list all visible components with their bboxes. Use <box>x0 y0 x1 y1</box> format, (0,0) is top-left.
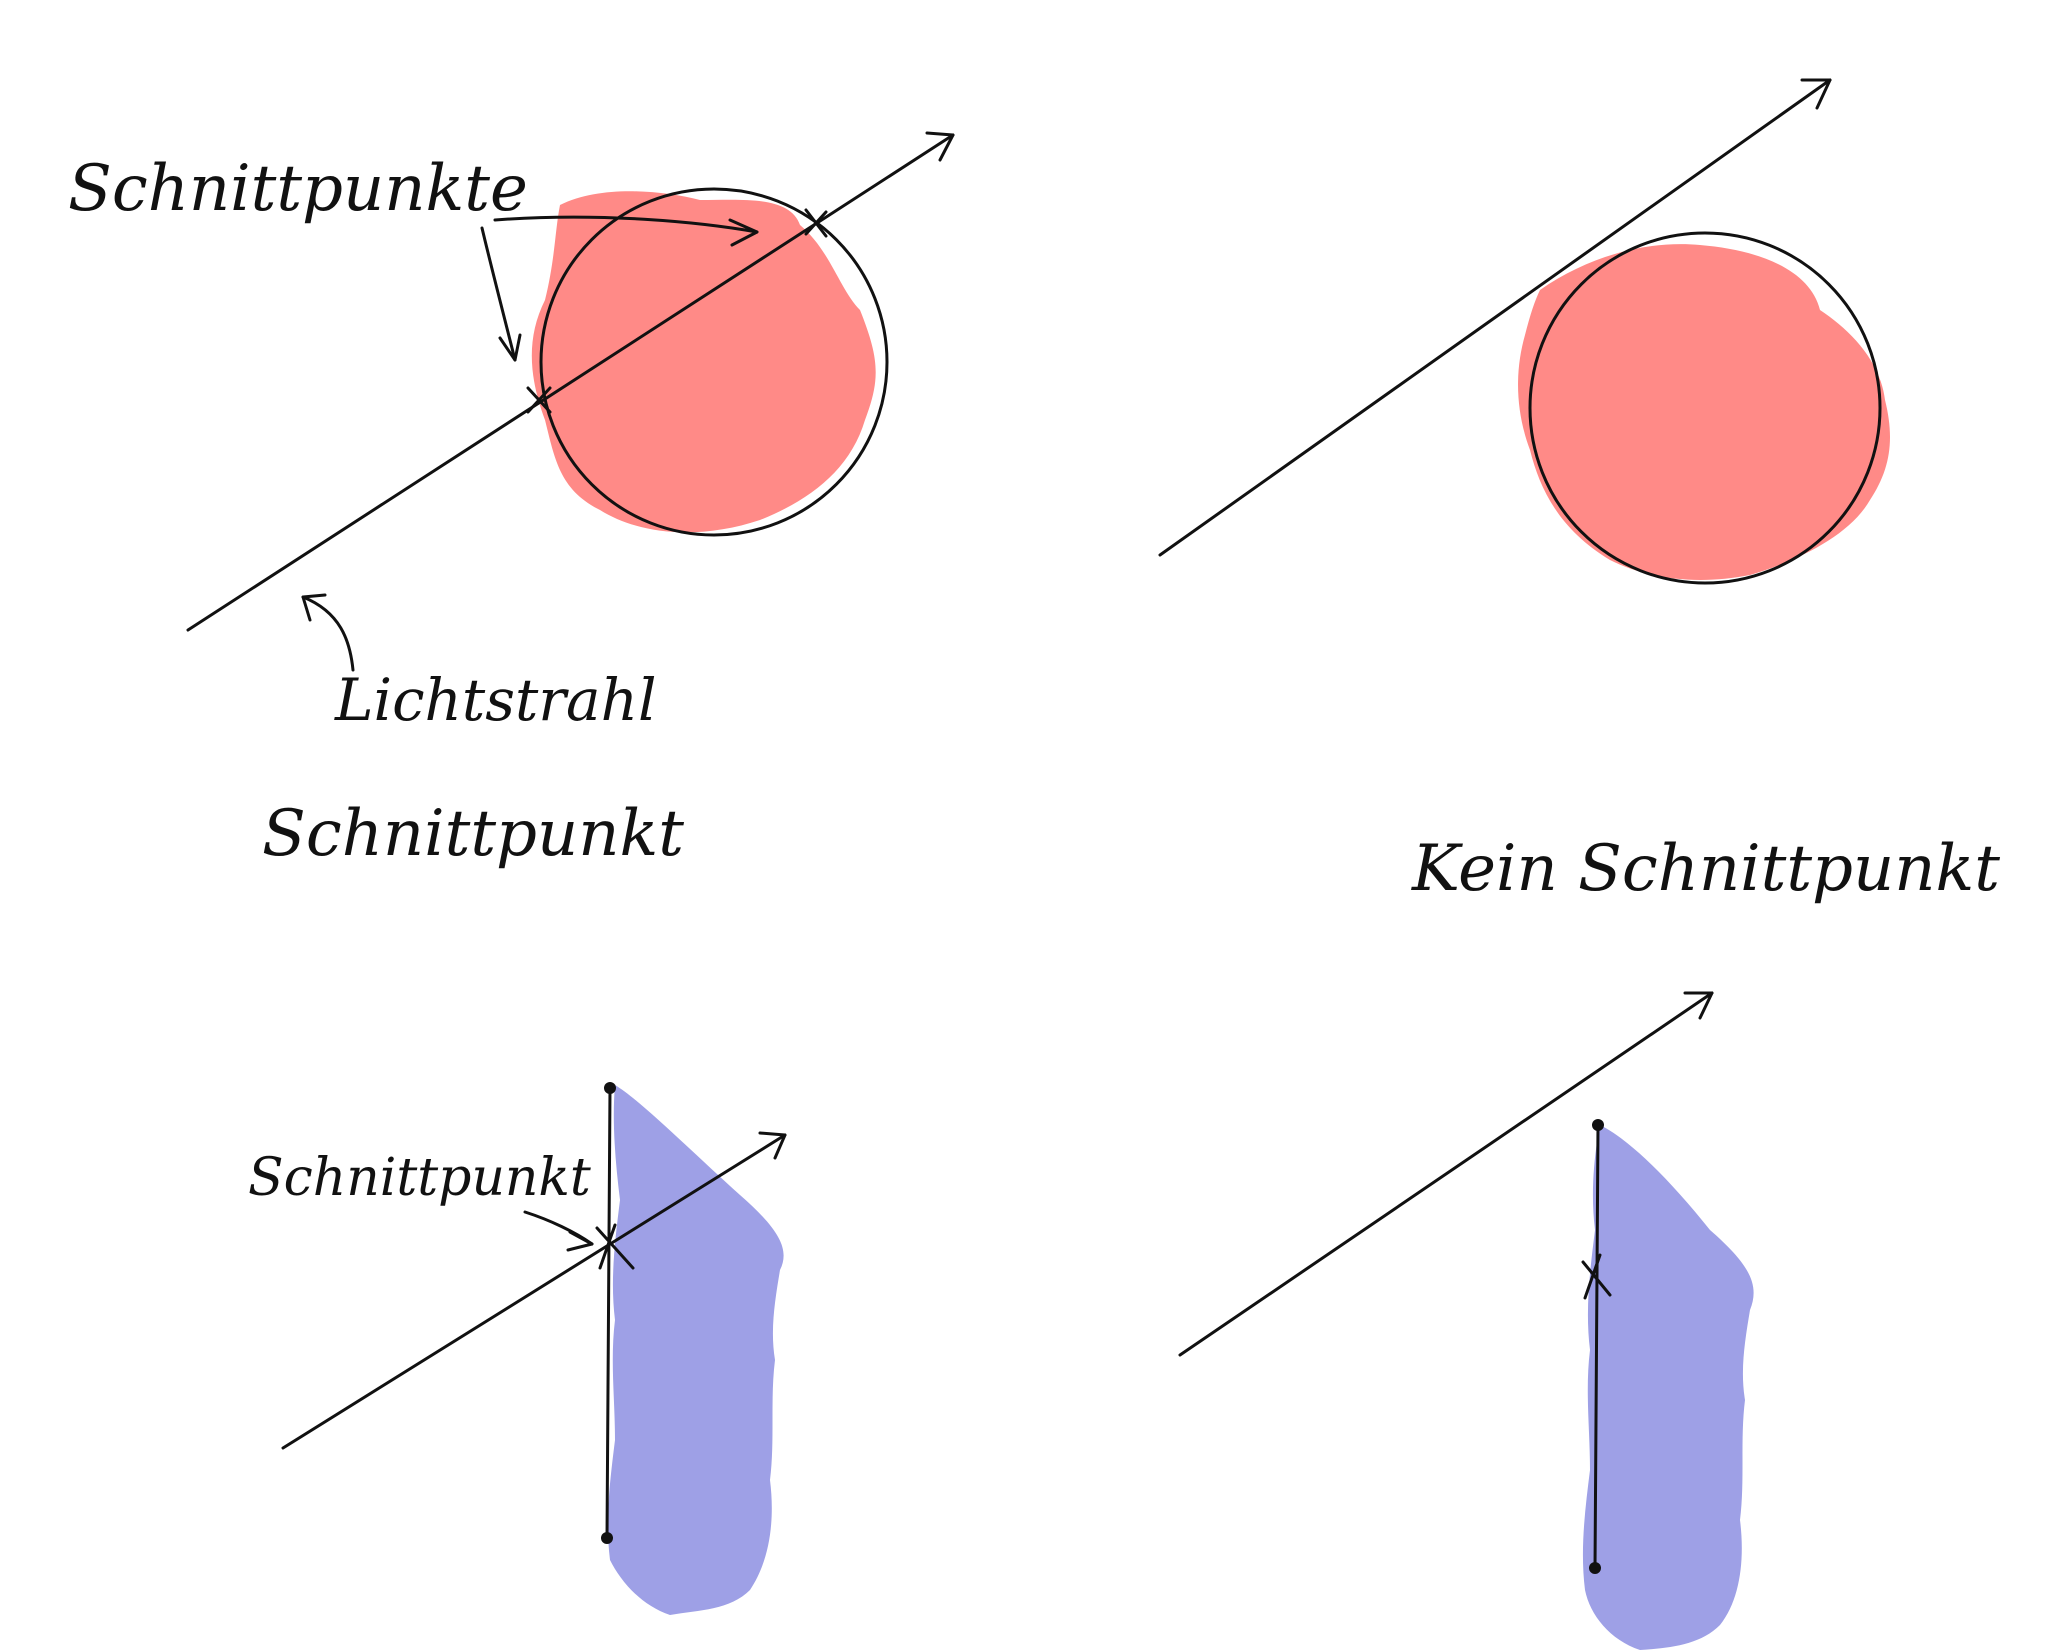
pointer-arrow-ray-head <box>301 593 327 622</box>
ray-line <box>281 1133 787 1450</box>
ray-head <box>925 131 955 162</box>
panel-segment-miss <box>1178 991 1754 1650</box>
label-lichtstrahl: Lichtstrahl <box>334 666 657 734</box>
segment-line <box>605 1086 612 1540</box>
segment-fill <box>1582 1125 1754 1650</box>
segment-endpoint-bottom <box>601 1532 613 1544</box>
segment-endpoint-top <box>604 1082 616 1094</box>
intersection-marker <box>595 1223 635 1270</box>
label-schnittpunkt-bottom: Schnittpunkt <box>248 1148 591 1208</box>
segment-endpoint-bottom <box>1589 1562 1601 1574</box>
pointer-arrow-exit <box>493 215 759 234</box>
panel-sphere-hit: Schnittpunkte Lichtstrahl Schnittpunkt <box>68 131 955 871</box>
pointer-arrow-entry-head <box>498 333 522 362</box>
pointer-arrow-entry <box>480 226 517 362</box>
segment-marker <box>1581 1253 1612 1300</box>
intersection-marker-exit <box>804 208 828 238</box>
ray-line <box>1158 78 1832 557</box>
sphere-outline <box>1528 231 1882 585</box>
panel-sphere-miss: Kein Schnittpunkt <box>1158 78 2000 906</box>
sphere-fill <box>531 191 876 533</box>
segment-fill <box>607 1085 784 1615</box>
pointer-arrow-exit-head <box>728 218 759 247</box>
ray-head <box>1683 991 1714 1020</box>
panel-segment-hit: Schnittpunkt <box>248 1082 787 1615</box>
sphere-outline <box>539 187 889 537</box>
sphere-fill <box>1518 244 1890 580</box>
ray-line <box>186 133 955 632</box>
label-schnittpunkte: Schnittpunkte <box>68 152 528 226</box>
pointer-arrow-head <box>566 1230 594 1252</box>
pointer-arrow-ray <box>301 595 355 672</box>
ray-head <box>758 1131 787 1160</box>
intersection-marker-entry <box>526 386 552 414</box>
ray-head <box>1800 78 1832 110</box>
segment-endpoint-top <box>1592 1119 1604 1131</box>
segment-line <box>1593 1123 1600 1570</box>
label-schnittpunkt-top: Schnittpunkt <box>262 797 684 871</box>
label-kein-schnittpunkt: Kein Schnittpunkt <box>1411 832 2000 906</box>
ray-line <box>1178 991 1714 1357</box>
